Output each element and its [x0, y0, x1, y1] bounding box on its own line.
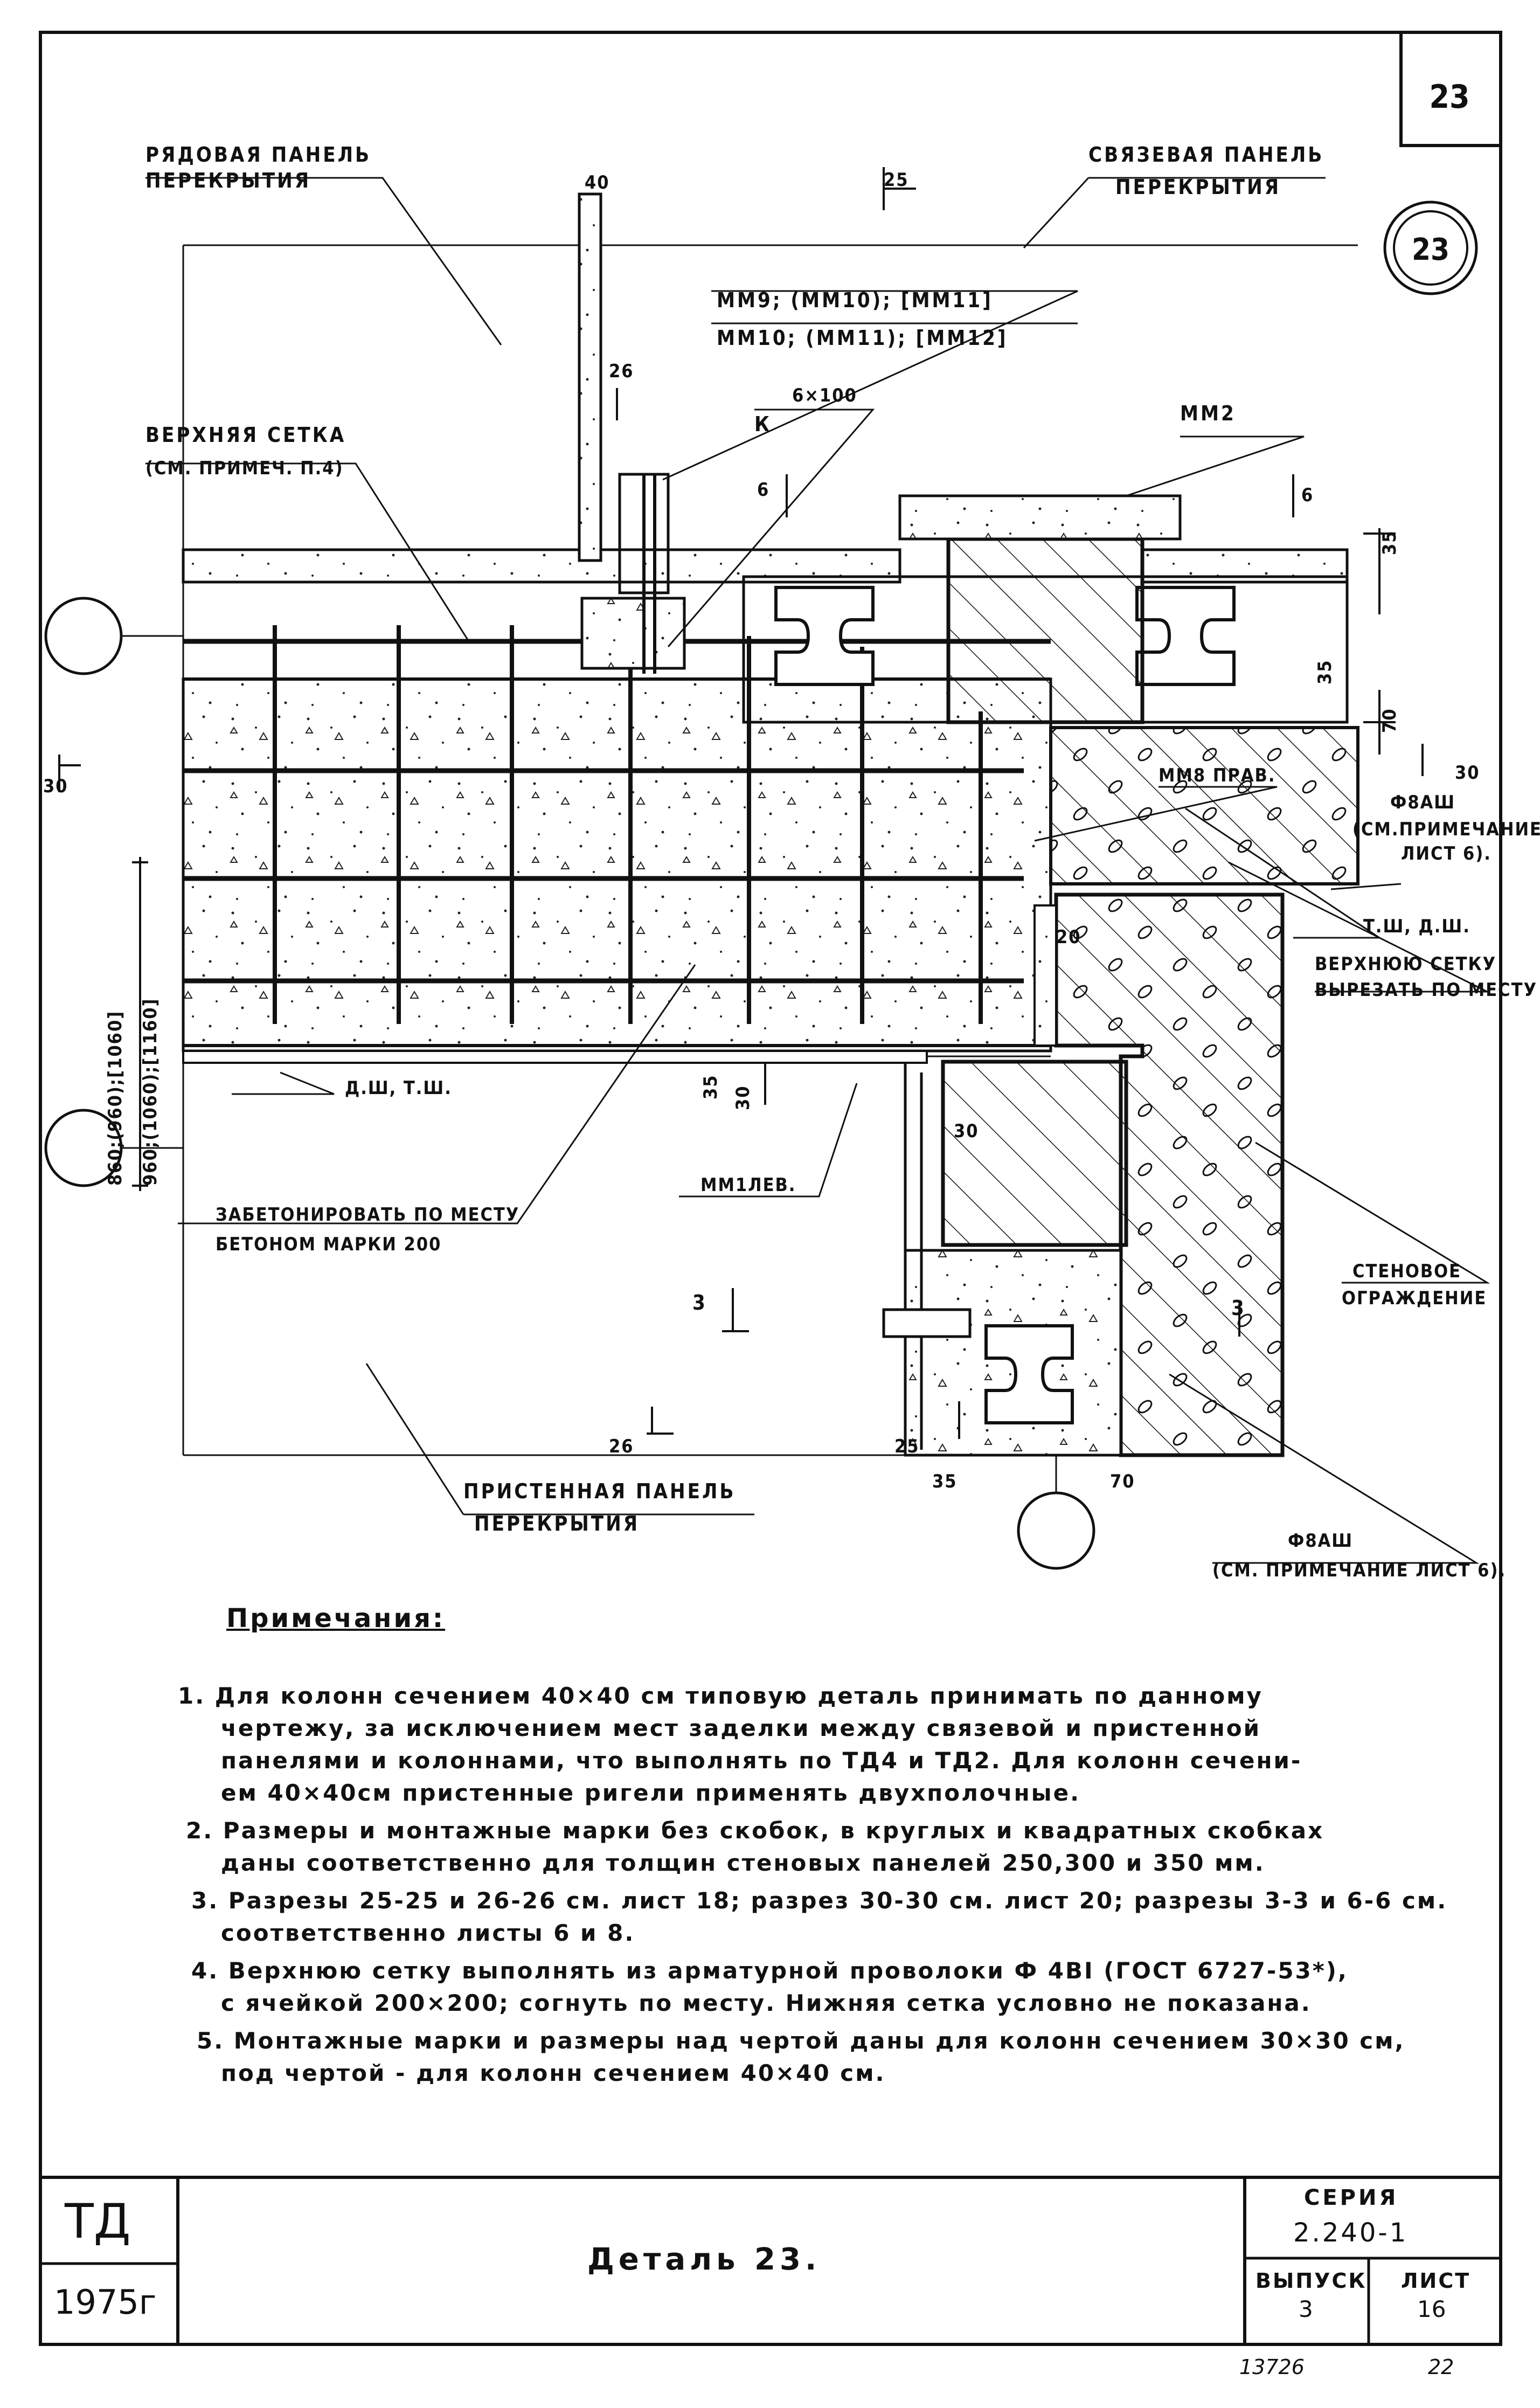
sheet-label: ЛИСТ [1401, 2269, 1471, 2293]
tie-panel-label-2: ПЕРЕКРЫТИЯ [1115, 175, 1281, 199]
mm2-label: ММ2 [1180, 402, 1236, 425]
notes-title: Примечания: [226, 1603, 446, 1634]
dim-35-mid: 35 [1314, 659, 1336, 684]
dim-30-left: 30 [43, 776, 68, 797]
dim-3-right: 3 [1231, 1296, 1246, 1320]
height-dims-2: 960;(1060);[1160] [140, 998, 161, 1186]
dim-26-top: 26 [609, 361, 634, 382]
wall-label-2: ОГРАЖДЕНИЕ [1342, 1288, 1487, 1309]
concrete-label-2: БЕТОНОМ МАРКИ 200 [216, 1234, 441, 1255]
note-line-2: чертежу, за исключением мест заделки меж… [221, 1715, 1261, 1741]
note-line-12: под чертой - для колонн сечением 40×40 с… [221, 2060, 886, 2086]
series-label: СЕРИЯ [1304, 2185, 1399, 2210]
height-dims-1: 860;(960);[1060] [105, 1011, 126, 1186]
issue-label: ВЫПУСК [1255, 2269, 1367, 2293]
page-number: 23 [1429, 78, 1469, 116]
note-line-5: 2. Размеры и монтажные марки без скобок,… [186, 1817, 1324, 1844]
cut-mesh-label-1: ВЕРХНЮЮ СЕТКУ [1315, 953, 1496, 975]
mm8-label: ММ8 ПРАВ. [1159, 765, 1275, 786]
note-line-3: панелями и колоннами, что выполнять по Т… [221, 1747, 1302, 1774]
tsh-dsh-label: Т.Ш, Д.Ш. [1363, 916, 1470, 937]
dim-6-right: 6 [1301, 485, 1314, 506]
sheet-value: 16 [1417, 2296, 1446, 2322]
tie-panel-voids [774, 586, 1236, 686]
phi8-label-1: Ф8АШ [1390, 792, 1455, 813]
upper-mesh-label-1: ВЕРХНЯЯ СЕТКА [145, 423, 346, 447]
detail-circle-mark [1383, 200, 1478, 295]
row-panel-bottom-strip [182, 1050, 928, 1064]
axis-circle-bottom [1017, 1491, 1095, 1570]
phi8b-label-2: (СМ. ПРИМЕЧАНИЕ ЛИСТ 6). [1212, 1560, 1506, 1581]
k-mark: К [754, 412, 772, 436]
note-line-8: соответственно листы 6 и 8. [221, 1920, 635, 1946]
note-line-4: ем 40×40см пристенные ригели применять д… [221, 1780, 1081, 1806]
row-panel-label-2: ПЕРЕКРЫТИЯ [145, 169, 311, 192]
stamp-left: 13726 [1239, 2355, 1305, 2379]
wall-label-1: СТЕНОВОЕ [1352, 1261, 1461, 1282]
row-panel-label-1: РЯДОВАЯ ПАНЕЛЬ [145, 143, 371, 167]
anchor-plate-vertical [578, 192, 602, 562]
note-line-9: 4. Верхнюю сетку выполнять из арматурной… [191, 1957, 1348, 1984]
mesh-verticals [273, 625, 983, 1024]
dim-70-bottom: 70 [1110, 1471, 1135, 1492]
phi8b-label-1: Ф8АШ [1288, 1530, 1353, 1552]
mm1-label: ММ1ЛЕВ. [700, 1174, 796, 1196]
phi8-label-3: ЛИСТ 6). [1401, 843, 1492, 864]
grout-body [182, 677, 1052, 1053]
dim-30-col: 30 [954, 1120, 979, 1142]
wall-panel-label-2: ПЕРЕКРЫТИЯ [474, 1512, 640, 1535]
tie-panel-label-1: СВЯЗЕВАЯ ПАНЕЛЬ [1088, 143, 1324, 167]
k-size: 6×100 [792, 385, 857, 406]
column-lower [941, 1060, 1128, 1247]
weld-block [580, 597, 686, 670]
note-line-10: с ячейкой 200×200; согнуть по месту. Ниж… [221, 1990, 1312, 2016]
note-line-1: 1. Для колонн сечением 40×40 см типовую … [178, 1683, 1263, 1709]
dim-25-top: 25 [884, 169, 909, 191]
dsh-tsh-label: Д.Ш, Т.Ш. [345, 1077, 452, 1099]
dim-35-bottom: 35 [932, 1471, 958, 1492]
column-upper [946, 537, 1144, 724]
dim-26-bottom: 26 [609, 1436, 634, 1457]
dim-30-low: 30 [732, 1085, 754, 1110]
phi8-label-2: (СМ.ПРИМЕЧАНИЕ [1352, 819, 1540, 840]
mm9-label: ММ9; (ММ10); [ММ11] [717, 288, 993, 312]
leader-lines [145, 177, 1490, 1564]
axis-circle-top [44, 597, 123, 675]
title-block-org: ТД [65, 2194, 131, 2249]
title-block-year: 1975г [54, 2282, 157, 2322]
dim-20: 20 [1056, 926, 1081, 948]
dimension-marks [58, 167, 1424, 1439]
dim-6-left: 6 [757, 479, 769, 501]
note-line-7: 3. Разрезы 25-25 и 26-26 см. лист 18; ра… [191, 1887, 1448, 1914]
stamp-right: 22 [1428, 2355, 1454, 2379]
dim-3-left: 3 [692, 1291, 707, 1314]
upper-mesh-label-2: (СМ. ПРИМЕЧ. П.4) [145, 458, 344, 479]
page-number-box [1399, 32, 1501, 147]
dim-40: 40 [585, 172, 610, 193]
note-line-11: 5. Монтажные марки и размеры над чертой … [197, 2028, 1405, 2054]
detail-circle-number: 23 [1412, 232, 1449, 267]
dim-35-low: 35 [700, 1074, 722, 1099]
note-line-6: даны соответственно для толщин стеновых … [221, 1850, 1265, 1876]
concrete-label-1: ЗАБЕТОНИРОВАТЬ ПО МЕСТУ [216, 1204, 519, 1226]
dim-25-bottom: 25 [894, 1436, 920, 1457]
mm2-cap [898, 494, 1182, 541]
series-value: 2.240-1 [1293, 2218, 1409, 2248]
cut-mesh-label-2: ВЫРЕЗАТЬ ПО МЕСТУ [1315, 979, 1537, 1001]
issue-value: 3 [1299, 2296, 1313, 2322]
dim-35-top: 35 [1379, 530, 1400, 555]
dim-30-right: 30 [1455, 762, 1480, 784]
detail-title: Деталь 23. [587, 2242, 821, 2277]
mm10-label: ММ10; (ММ11); [ММ12] [717, 326, 1008, 350]
wall-panel-label-1: ПРИСТЕННАЯ ПАНЕЛЬ [463, 1479, 736, 1503]
dim-70-right: 70 [1379, 708, 1400, 733]
sheet-frame [39, 31, 1502, 2346]
